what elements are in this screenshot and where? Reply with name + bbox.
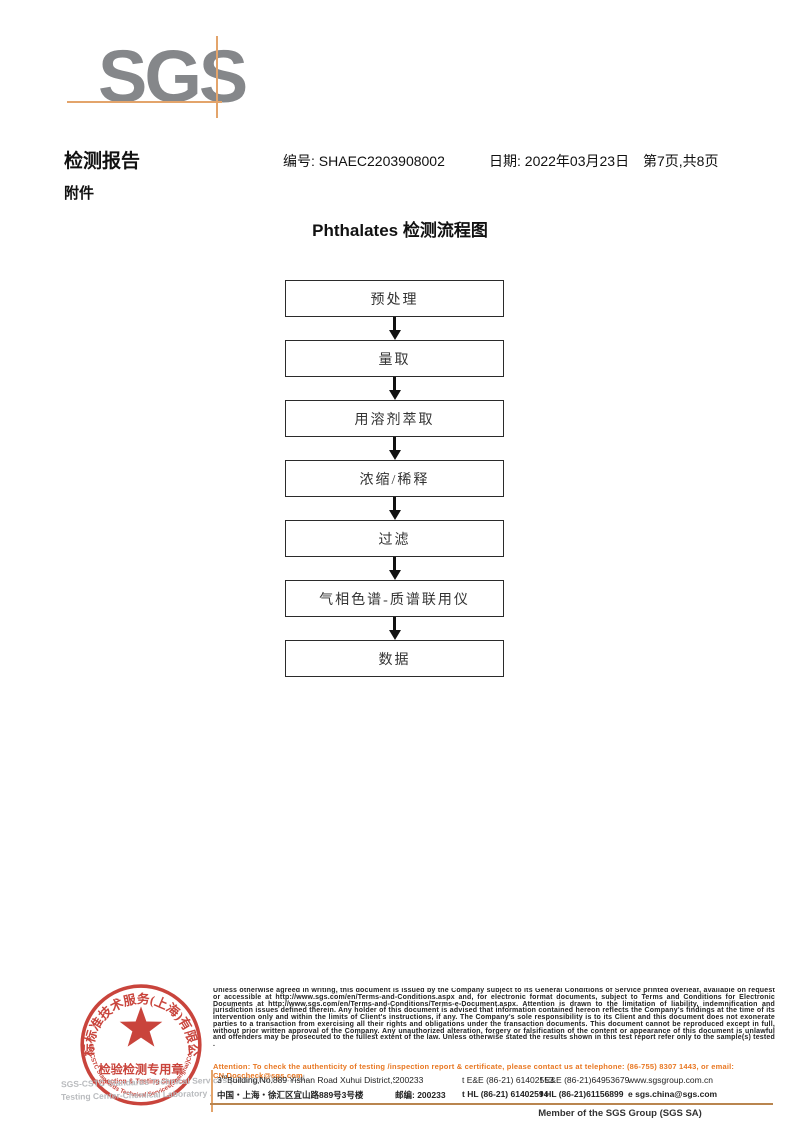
flow-step-concentrate-dilute: 浓缩/稀释 [285,460,504,497]
flow-step-filter: 过滤 [285,520,504,557]
company-seal-stamp: 通标标准技术服务(上海)有限公司 SGS-CSTC Standards Tech… [70,980,202,1106]
logo-horizontal-line [67,101,222,103]
stamp-inner-line2: Inspection & Testing Services [92,1078,189,1085]
arrow-down-icon [285,317,504,340]
page-indicator: 第7页,共8页 [643,153,719,169]
tel-cn: t HL (86-21) 61402594 [462,1089,549,1099]
legal-disclaimer: Unless otherwise agreed in writing, this… [213,988,775,1048]
arrow-down-icon [285,377,504,400]
sgs-logo: SGS [98,35,248,118]
arrow-down-icon [285,437,504,460]
flow-step-measure: 量取 [285,340,504,377]
zip-en: 200233 [395,1075,424,1085]
flowchart-title: Phthalates 检测流程图 [312,221,488,240]
fax-en: f E&E (86-21)64953679 [540,1075,630,1085]
footer-rule-line [210,1103,773,1105]
attention-notice: Attention: To check the authenticity of … [213,1062,735,1080]
address-divider-line [211,1070,213,1112]
arrow-down-icon [285,557,504,580]
sgs-group-member-label: Member of the SGS Group (SGS SA) [538,1108,702,1119]
website-url: www.sgsgroup.com.cn [628,1075,714,1085]
email-address: e sgs.china@sgs.com [628,1089,718,1099]
logo-vertical-line [216,36,218,118]
stamp-inner-line1: 检验检测专用章 [98,1061,183,1076]
flow-step-solvent-extraction: 用溶剂萃取 [285,400,504,437]
star-icon [119,1006,163,1047]
tel-en: t E&E (86-21) 61402553 [462,1075,554,1085]
report-title: 检测报告 [64,151,141,172]
address-row-cn: 中国・上海・徐汇区宜山路889号3号楼 邮编: 200233 t HL (86-… [217,1089,775,1103]
zip-cn: 邮编: 200233 [395,1090,446,1100]
flow-step-data: 数据 [285,640,504,677]
attachment-label: 附件 [64,186,95,202]
address-en: 3rdBuilding,No.889 Yishan Road Xuhui Dis… [217,1075,395,1085]
report-date: 日期: 2022年03月23日 [489,153,630,169]
arrow-down-icon [285,497,504,520]
arrow-down-icon [285,617,504,640]
address-row-en: 3rdBuilding,No.889 Yishan Road Xuhui Dis… [217,1075,775,1089]
report-number: 编号: SHAEC2203908002 [283,153,445,169]
flow-step-pretreatment: 预处理 [285,280,504,317]
flow-step-gcms: 气相色谱-质谱联用仪 [285,580,504,617]
flowchart: 预处理 量取 用溶剂萃取 浓缩/稀释 过滤 气相色谱-质谱联用仪 数据 [285,280,504,677]
fax-cn: f HL (86-21)61156899 [540,1089,624,1099]
address-cn: 中国・上海・徐汇区宜山路889号3号楼 [217,1090,364,1100]
